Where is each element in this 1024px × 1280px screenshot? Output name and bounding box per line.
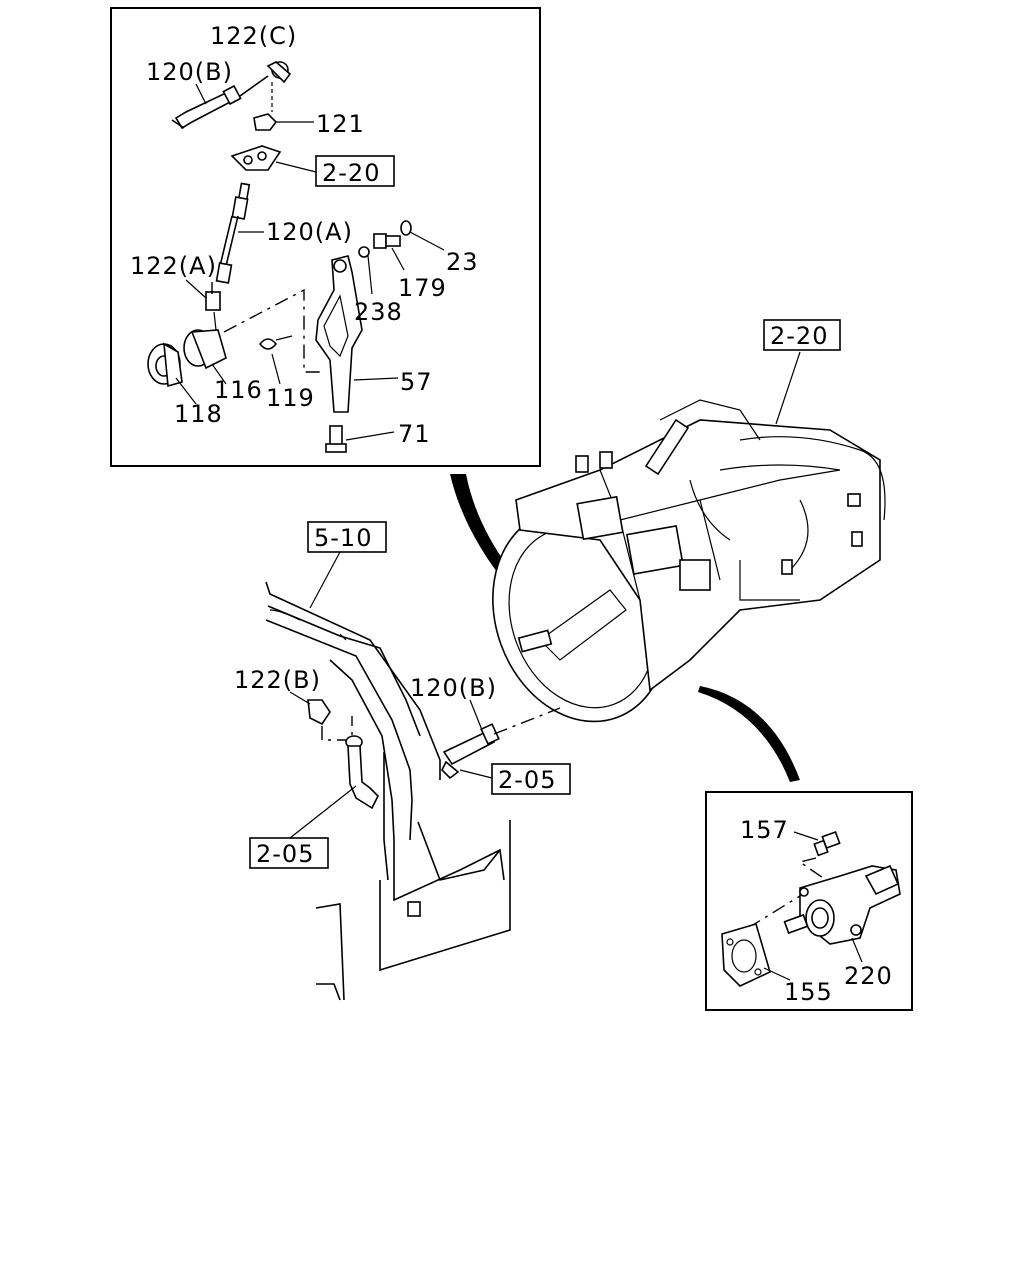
- elbow-fitting-b-icon: [289, 691, 353, 741]
- detail-box-cylinder: 157 155 220: [705, 791, 913, 1011]
- ref-2-05-right: 2-05: [498, 766, 556, 794]
- pin-icon: [358, 246, 373, 295]
- fork-bolt-icon: [325, 425, 395, 453]
- nut-icon: [253, 113, 314, 131]
- label-179: 179: [398, 274, 447, 302]
- cylinder-icon: [783, 864, 901, 963]
- label-118: 118: [174, 400, 223, 428]
- frame-rail-icon: [265, 581, 511, 1001]
- leader-2-20-mid: [775, 351, 801, 425]
- clutch-fork-icon: [315, 255, 399, 413]
- label-238: 238: [354, 298, 403, 326]
- detail-box-clutch-fork: 122(C) 120(B) 121 2-20 120(A) 23 122(A) …: [110, 7, 541, 467]
- release-bearing-icon: [147, 342, 197, 405]
- label-23: 23: [446, 248, 479, 276]
- elbow-fitting-icon: [239, 61, 292, 112]
- label-119: 119: [266, 384, 315, 412]
- clip-icon: [230, 145, 317, 173]
- transmission-icon: [492, 399, 886, 723]
- ref-2-05-left: 2-05: [256, 840, 314, 868]
- label-121: 121: [316, 110, 365, 138]
- fitting-icon: [185, 279, 221, 311]
- label-120b-top: 120(B): [146, 58, 233, 86]
- label-120a: 120(A): [266, 218, 353, 246]
- hose-fitting-mid-icon: [441, 707, 561, 780]
- ref-2-20-mid: 2-20: [770, 322, 828, 350]
- bolt-icon: [373, 233, 405, 271]
- hose-fitting-icon: [171, 84, 242, 130]
- label-220: 220: [844, 962, 893, 990]
- label-71: 71: [398, 420, 431, 448]
- ref-2-20-top: 2-20: [322, 159, 380, 187]
- label-157: 157: [740, 816, 789, 844]
- hose-icon: [345, 735, 379, 810]
- leader-2-05-right: [459, 769, 493, 779]
- washer-icon: [400, 220, 445, 251]
- callout-arrow-bottom: [698, 686, 800, 782]
- gasket-icon: [721, 923, 791, 987]
- leader-2-05-left: [289, 785, 357, 839]
- label-122a: 122(A): [130, 252, 217, 280]
- label-120b-mid: 120(B): [410, 674, 497, 702]
- leader-120b-mid: [469, 699, 483, 731]
- label-155: 155: [784, 978, 833, 1006]
- bolt-157-icon: [793, 830, 841, 881]
- label-122b: 122(B): [234, 666, 321, 694]
- ref-5-10: 5-10: [314, 524, 372, 552]
- spring-icon: [258, 335, 293, 385]
- label-122c: 122(C): [210, 22, 297, 50]
- pipe-icon: [215, 182, 251, 284]
- label-116: 116: [214, 376, 263, 404]
- label-57: 57: [400, 368, 433, 396]
- leader-5-10: [309, 551, 341, 609]
- bearing-hub-icon: [183, 311, 227, 385]
